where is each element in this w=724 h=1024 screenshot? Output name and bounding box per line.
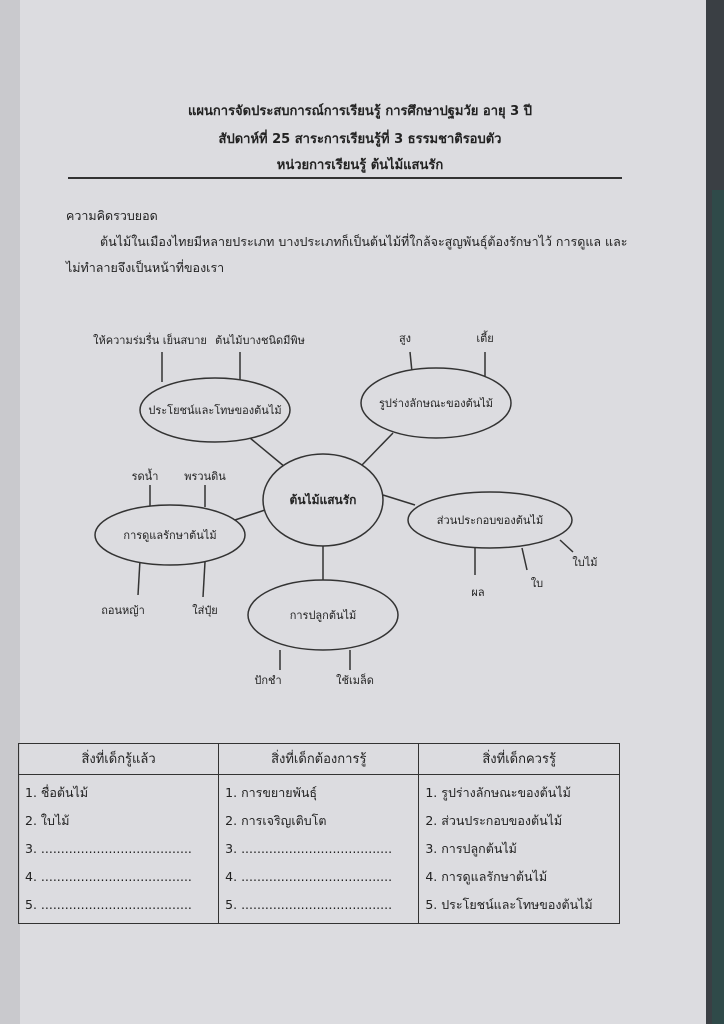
cell: 2. การเจริญเติบโต [225,813,327,828]
concept-heading: ความคิดรวบยอด [66,208,158,223]
leaf: ถอนหญ้า [101,604,145,617]
title-line-3: หน่วยการเรียนรู้ ต้นไม้แสนรัก [276,158,444,173]
leaf: ต้นไม้บางชนิดมีพิษ [215,334,305,347]
cell: 5. ประโยชน์และโทษของต้นไม้ [425,897,593,912]
cell: 4. การดูแลรักษาต้นไม้ [425,869,548,884]
node-shape: รูปร่างลักษณะของต้นไม้ [379,397,493,410]
leaf: พรวนดิน [184,470,226,483]
center-node [262,453,384,547]
column-should: 1. รูปร่างลักษณะของต้นไม้ 2. ส่วนประกอบขอ… [418,774,620,924]
header-want: สิ่งที่เด็กต้องการรู้ [218,743,420,775]
cell: 2. ใบไม้ [25,813,70,828]
center-label: ต้นไม้แสนรัก [290,492,357,507]
leaf: ใส่ปุ๋ย [192,604,218,617]
node-parts: ส่วนประกอบของต้นไม้ [437,514,543,527]
cell: 4. .....................................… [25,869,192,884]
leaf: ใบ [531,577,543,590]
leaf: ใช้เมล็ด [336,673,374,687]
kwl-table: สิ่งที่เด็กรู้แล้ว สิ่งที่เด็กต้องการรู้… [17,743,620,924]
divider [68,177,622,179]
cell: 4. .....................................… [225,869,393,884]
node-plant: การปลูกต้นไม้ [290,609,357,622]
concept-line-2: ไม่ทำลายจึงเป็นหน้าที่ของเรา [66,260,225,275]
leaf: ปักชำ [254,674,281,687]
column-known: 1. ชื่อต้นไม้ 2. ใบไม้ 3. ................… [17,774,220,924]
background-book [712,190,724,1024]
cell: 1. ชื่อต้นไม้ [25,785,89,800]
cell: 3. .....................................… [225,841,393,856]
leaf: รดน้ำ [132,468,159,483]
cell: 5. .....................................… [225,897,393,912]
node-care: การดูแลรักษาต้นไม้ [123,529,216,542]
header-should: สิ่งที่เด็กควรรู้ [418,743,620,775]
title-line-1: แผนการจัดประสบการณ์การเรียนรู้ การศึกษาป… [188,104,532,119]
cell: 2. ส่วนประกอบของต้นไม้ [425,813,563,828]
cell: 1. การขยายพันธุ์ [225,785,317,800]
node-benefit: ประโยชน์และโทษของต้นไม้ [148,403,281,417]
leaf: เตี้ย [476,330,493,345]
leaf: ใบไม้ [572,556,597,569]
mind-map: ต้นไม้แสนรัก ประโยชน์และโทษของต้นไม้ รูป… [93,330,597,687]
cell: 3. .....................................… [25,841,192,856]
header-known: สิ่งที่เด็กรู้แล้ว [17,743,220,775]
title-line-2: สัปดาห์ที่ 25 สาระการเรียนรู้ที่ 3 ธรรมช… [218,132,502,147]
leaf: ผล [471,586,484,599]
leaf: สูง [399,332,411,345]
column-want: 1. การขยายพันธุ์ 2. การเจริญเติบโต 3. ....… [218,774,420,924]
cell: 1. รูปร่างลักษณะของต้นไม้ [425,785,571,800]
concept-line-1: ต้นไม้ในเมืองไทยมีหลายประเภท บางประเภทก็… [100,234,628,249]
cell: 5. .....................................… [25,897,192,912]
leaf: ให้ความร่มรื่น เย็นสบาย [93,332,207,347]
cell: 3. การปลูกต้นไม้ [425,841,517,856]
